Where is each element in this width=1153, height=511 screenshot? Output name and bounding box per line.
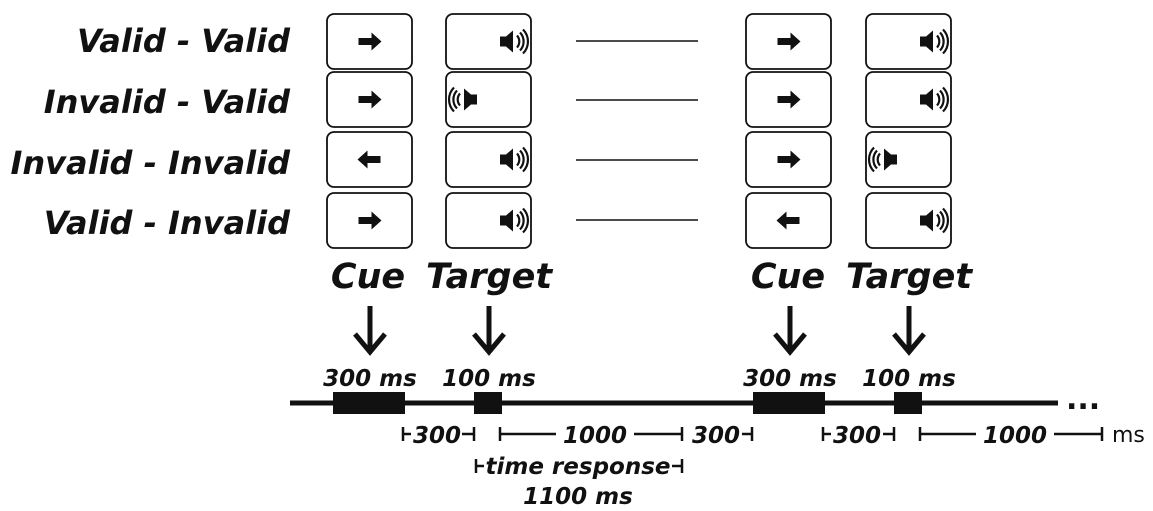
down-arrow-icon-cue-1 xyxy=(355,306,385,352)
target-period-block-1 xyxy=(474,392,502,414)
phase-label-cue-2: Cue xyxy=(751,257,825,297)
response-window-label: time response xyxy=(485,454,670,480)
response-duration-label: 1100 ms xyxy=(523,484,633,510)
cue-period-block-1 xyxy=(333,392,405,414)
interval-label-300-b: 300 xyxy=(692,423,740,449)
stimulus-box-target xyxy=(865,71,952,128)
down-arrow-icon-target-1 xyxy=(474,306,504,352)
stimulus-box-target xyxy=(865,131,952,188)
duration-label-target-1: 100 ms xyxy=(442,366,536,392)
duration-label-target-2: 100 ms xyxy=(862,366,956,392)
interval-label-300-a: 300 xyxy=(413,423,461,449)
duration-label-cue-1: 300 ms xyxy=(323,366,417,392)
down-arrow-icon-target-2 xyxy=(894,306,924,352)
stimulus-box-target xyxy=(445,131,532,188)
cue-period-block-2 xyxy=(753,392,825,414)
row-label-invalid-invalid: Invalid - Invalid xyxy=(10,144,291,182)
phase-label-cue-1: Cue xyxy=(331,257,405,297)
row-label-valid-invalid: Valid - Invalid xyxy=(44,204,291,242)
time-unit-label: ms xyxy=(1112,423,1145,448)
stimulus-box-target xyxy=(865,192,952,249)
stimulus-box-target xyxy=(445,13,532,70)
target-period-block-2 xyxy=(894,392,922,414)
stimulus-box-target xyxy=(445,71,532,128)
interval-label-300-c: 300 xyxy=(833,423,881,449)
phase-label-target-2: Target xyxy=(846,257,973,297)
interval-label-1000-b: 1000 xyxy=(983,423,1047,449)
row-label-valid-valid: Valid - Valid xyxy=(77,22,291,60)
down-arrow-icon-cue-2 xyxy=(775,306,805,352)
stimulus-box-target xyxy=(445,192,532,249)
row-label-invalid-valid: Invalid - Valid xyxy=(44,83,291,121)
stimulus-box-target xyxy=(865,13,952,70)
stimulus-grid xyxy=(326,13,952,249)
duration-label-cue-2: 300 ms xyxy=(743,366,837,392)
interval-label-1000-a: 1000 xyxy=(563,423,627,449)
timeline-continuation: ... xyxy=(1066,382,1100,417)
phase-label-target-1: Target xyxy=(426,257,553,297)
